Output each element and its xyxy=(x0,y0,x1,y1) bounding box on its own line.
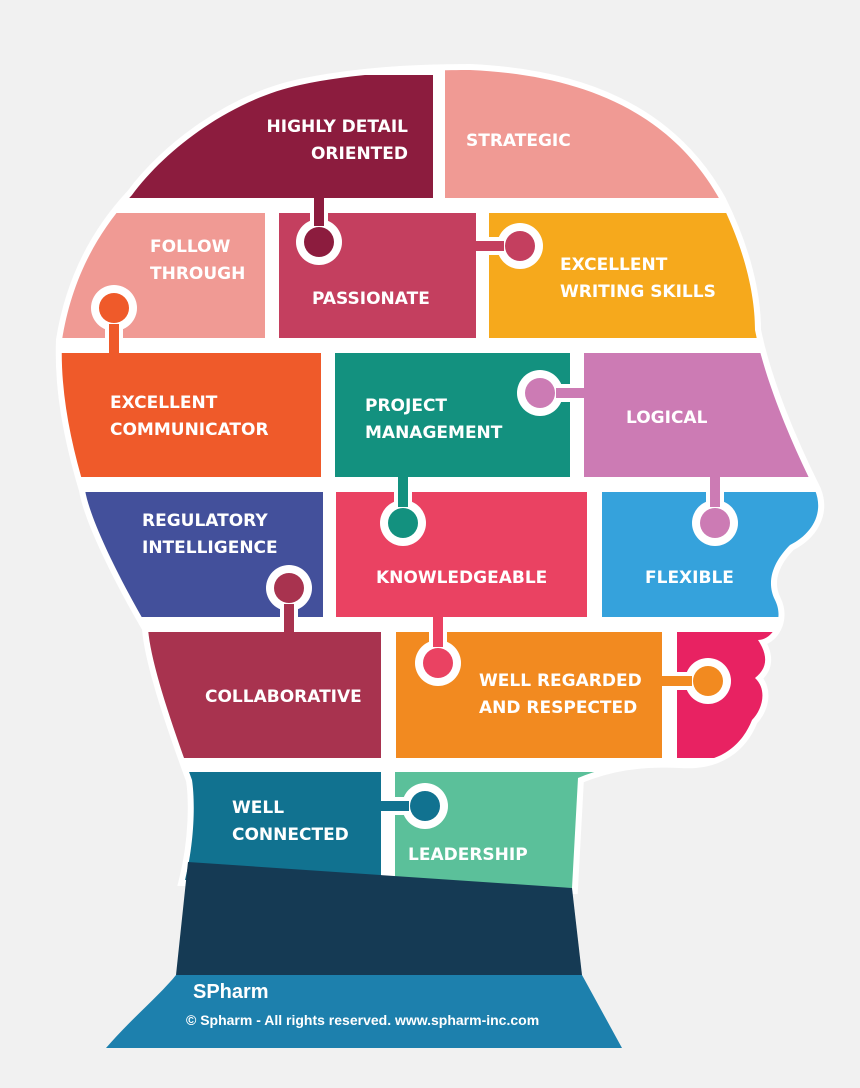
connector-knob xyxy=(304,227,334,257)
puzzle-piece-excellent-communicator xyxy=(61,353,321,477)
label-line: FLEXIBLE xyxy=(645,568,734,588)
label-line: ORIENTED xyxy=(311,144,408,164)
connector-knob xyxy=(693,666,723,696)
label-line: EXCELLENT xyxy=(110,393,218,413)
connector-knob xyxy=(525,378,555,408)
label-line: HIGHLY DETAIL xyxy=(267,117,409,137)
label-logical: LOGICAL xyxy=(626,408,708,428)
shoulders xyxy=(106,975,622,1048)
label-line: COMMUNICATOR xyxy=(110,420,269,440)
label-line: PASSIONATE xyxy=(312,289,430,309)
label-line: THROUGH xyxy=(150,264,245,284)
label-leadership: LEADERSHIP xyxy=(408,845,528,865)
label-excellent-communicator: EXCELLENT COMMUNICATOR xyxy=(110,393,269,440)
label-line: WRITING SKILLS xyxy=(560,282,716,302)
label-flexible: FLEXIBLE xyxy=(645,568,734,588)
copyright-text: © Spharm - All rights reserved. www.spha… xyxy=(186,1012,539,1028)
label-line: LEADERSHIP xyxy=(408,845,528,865)
collar-band xyxy=(176,862,582,975)
label-highly-detail-oriented: HIGHLY DETAIL ORIENTED xyxy=(267,117,409,164)
label-line: FOLLOW xyxy=(150,237,231,257)
label-collaborative: COLLABORATIVE xyxy=(205,687,362,707)
connector-knob xyxy=(423,648,453,678)
label-strategic: STRATEGIC xyxy=(466,131,571,151)
connector-knob xyxy=(274,573,304,603)
label-regulatory-intelligence: REGULATORY INTELLIGENCE xyxy=(142,511,278,558)
label-project-management: PROJECT MANAGEMENT xyxy=(365,396,503,443)
label-follow-through: FOLLOW THROUGH xyxy=(150,237,245,284)
label-line: STRATEGIC xyxy=(466,131,571,151)
label-knowledgeable: KNOWLEDGEABLE xyxy=(376,568,547,588)
puzzle-piece-knowledgeable xyxy=(336,492,587,617)
connector-knob xyxy=(410,791,440,821)
connector-knob xyxy=(99,293,129,323)
label-line: CONNECTED xyxy=(232,825,349,845)
label-line: LOGICAL xyxy=(626,408,708,428)
connector-knob xyxy=(505,231,535,261)
label-line: KNOWLEDGEABLE xyxy=(376,568,547,588)
label-line: WELL xyxy=(232,798,284,818)
label-line: EXCELLENT xyxy=(560,255,668,275)
label-line: MANAGEMENT xyxy=(365,423,503,443)
label-line: COLLABORATIVE xyxy=(205,687,362,707)
label-well-regarded: WELL REGARDED AND RESPECTED xyxy=(479,671,642,718)
label-line: PROJECT xyxy=(365,396,447,416)
label-excellent-writing-skills: EXCELLENT WRITING SKILLS xyxy=(560,255,716,302)
label-line: WELL REGARDED xyxy=(479,671,642,691)
label-line: REGULATORY xyxy=(142,511,268,531)
connector-knob xyxy=(388,508,418,538)
label-passionate: PASSIONATE xyxy=(312,289,430,309)
label-line: INTELLIGENCE xyxy=(142,538,278,558)
label-line: AND RESPECTED xyxy=(479,698,637,718)
spharm-logo: SPharm xyxy=(193,981,269,1003)
label-well-connected: WELL CONNECTED xyxy=(232,798,349,845)
connector-knob xyxy=(700,508,730,538)
